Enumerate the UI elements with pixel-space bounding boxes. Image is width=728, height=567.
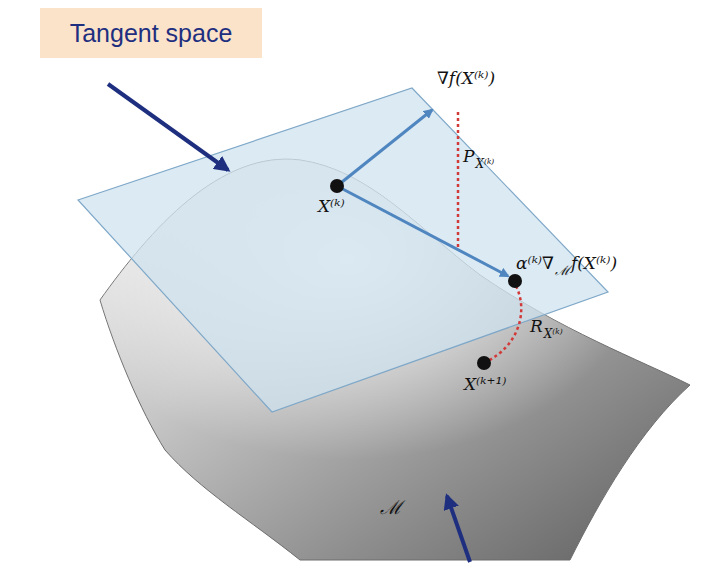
callout-text: Tangent space bbox=[70, 19, 233, 48]
point-xk bbox=[330, 179, 344, 193]
callout-arrow bbox=[447, 496, 470, 562]
math-label: R bbox=[530, 318, 543, 335]
gradient-arrow bbox=[337, 110, 432, 186]
math-label: ℳ bbox=[380, 498, 402, 517]
math-label: X⁽ᵏ⁺¹⁾ bbox=[464, 376, 506, 393]
math-label: ∇f(X⁽ᵏ⁾) bbox=[437, 70, 495, 87]
math-label: X⁽ᵏ⁾ bbox=[318, 198, 345, 215]
math-label: X⁽ᵏ⁾ bbox=[475, 158, 494, 170]
tangent-plane bbox=[78, 88, 608, 412]
math-label: P bbox=[463, 148, 474, 165]
math-label: α⁽ᵏ⁾∇ bbox=[516, 255, 554, 272]
projection-line bbox=[457, 112, 460, 250]
callout-arrow bbox=[108, 84, 228, 170]
math-label: X⁽ᵏ⁾ bbox=[544, 328, 563, 340]
retraction-curve bbox=[486, 286, 521, 362]
point-xk1 bbox=[477, 356, 491, 370]
math-label: ℳ bbox=[555, 264, 570, 277]
math-label: f(X⁽ᵏ⁾) bbox=[571, 255, 617, 272]
point-step bbox=[508, 274, 522, 288]
riemannian-gradient-arrow bbox=[337, 186, 508, 276]
callout-box: Tangent space bbox=[40, 8, 262, 58]
